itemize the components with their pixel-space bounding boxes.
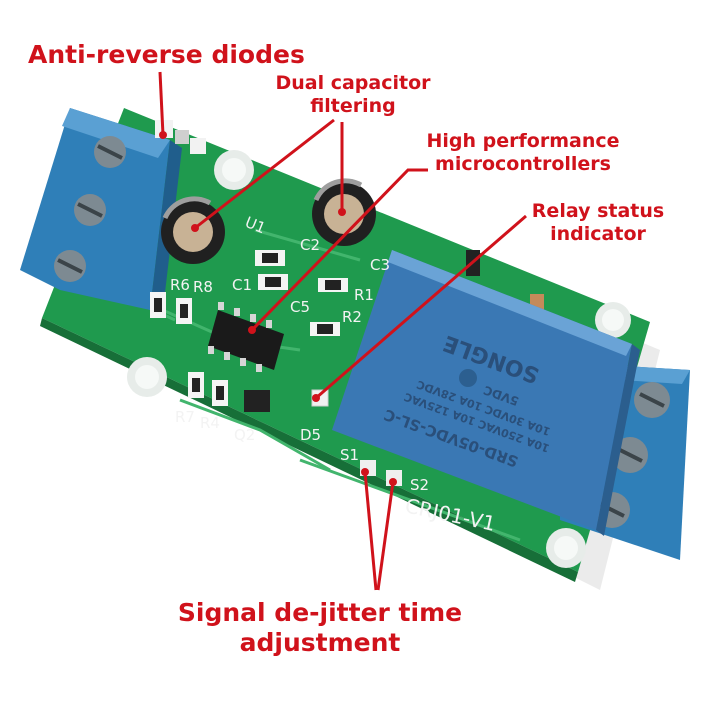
silk-r2: R2 bbox=[342, 308, 362, 326]
callout-dual-capacitor-line1: Dual capacitor bbox=[275, 72, 431, 94]
silk-r6: R6 bbox=[170, 276, 190, 294]
callout-dual-capacitor: Dual capacitor filtering bbox=[258, 72, 448, 118]
silk-c5: C5 bbox=[290, 298, 310, 316]
silk-r4: R4 bbox=[200, 414, 220, 432]
leader-lines bbox=[158, 71, 527, 591]
silk-c2: C2 bbox=[300, 236, 320, 254]
silk-r8: R8 bbox=[193, 278, 213, 296]
callout-relay-indicator: Relay status indicator bbox=[523, 200, 673, 246]
callout-microcontroller: High performance microcontrollers bbox=[418, 130, 628, 176]
callout-anti-reverse-diodes-text: Anti-reverse diodes bbox=[28, 40, 305, 69]
microcontroller-chip bbox=[208, 302, 284, 372]
silk-s1: S1 bbox=[340, 446, 359, 464]
silk-d5: D5 bbox=[300, 426, 321, 444]
callout-microcontroller-line1: High performance bbox=[426, 130, 620, 152]
callout-signal-dejitter-line2: adjustment bbox=[239, 628, 401, 657]
callout-signal-dejitter: Signal de-jitter time adjustment bbox=[170, 598, 470, 658]
silk-c3: C3 bbox=[370, 256, 390, 274]
silk-r1: R1 bbox=[354, 286, 374, 304]
silk-r7: R7 bbox=[175, 408, 195, 426]
silk-q2: Q2 bbox=[234, 426, 255, 444]
mounting-holes bbox=[127, 150, 631, 568]
callout-relay-indicator-line1: Relay status bbox=[531, 200, 665, 222]
silk-s2: S2 bbox=[410, 476, 429, 494]
callout-relay-indicator-line2: indicator bbox=[550, 222, 646, 245]
callout-anti-reverse-diodes: Anti-reverse diodes bbox=[28, 40, 305, 70]
callout-microcontroller-line2: microcontrollers bbox=[435, 152, 611, 175]
pcb-edge bbox=[40, 318, 578, 582]
smd-components bbox=[150, 250, 544, 412]
left-terminal-block bbox=[20, 108, 182, 318]
callout-signal-dejitter-line1: Signal de-jitter time bbox=[177, 598, 463, 627]
callout-dual-capacitor-line2: filtering bbox=[310, 94, 396, 117]
leader-dots bbox=[159, 131, 397, 486]
silk-c1: C1 bbox=[232, 276, 252, 294]
